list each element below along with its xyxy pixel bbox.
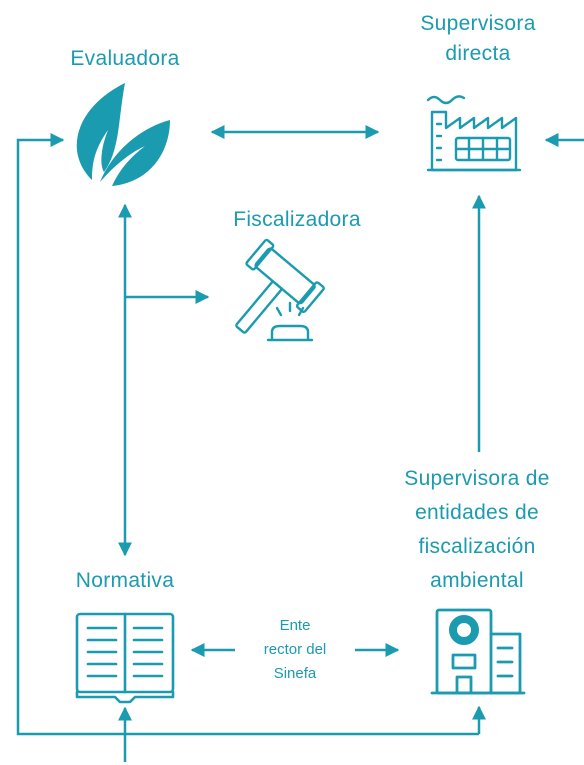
factory-icon — [426, 95, 522, 172]
label-ente-rector: Ente rector del Sinefa — [230, 614, 360, 686]
building-icon — [430, 608, 526, 695]
label-fiscalizadora: Fiscalizadora — [233, 208, 361, 231]
label-supervisora-directa-line1: Supervisora — [420, 12, 536, 35]
label-entidades-line4: ambiental — [430, 569, 524, 592]
label-supervisora-directa: Supervisora directa — [378, 9, 578, 69]
label-entidades-line2: entidades de — [415, 501, 539, 524]
label-normativa: Normativa — [75, 569, 175, 592]
gavel-icon — [235, 238, 325, 342]
label-ente-line3: Sinefa — [273, 665, 317, 682]
label-evaluadora: Evaluadora — [70, 47, 180, 70]
label-ente-line1: Ente — [279, 617, 311, 634]
label-entidades-line1: Supervisora de — [404, 467, 550, 490]
label-supervisora-entidades: Supervisora de entidades de fiscalizació… — [370, 462, 584, 598]
label-entidades-line3: fiscalización — [418, 535, 536, 558]
book-icon — [75, 612, 175, 704]
leaves-icon — [76, 83, 170, 186]
building-logo — [449, 615, 479, 645]
outer-loop-line — [16, 133, 479, 736]
label-ente-line2: rector del — [263, 641, 327, 658]
label-supervisora-directa-line2: directa — [445, 42, 511, 65]
